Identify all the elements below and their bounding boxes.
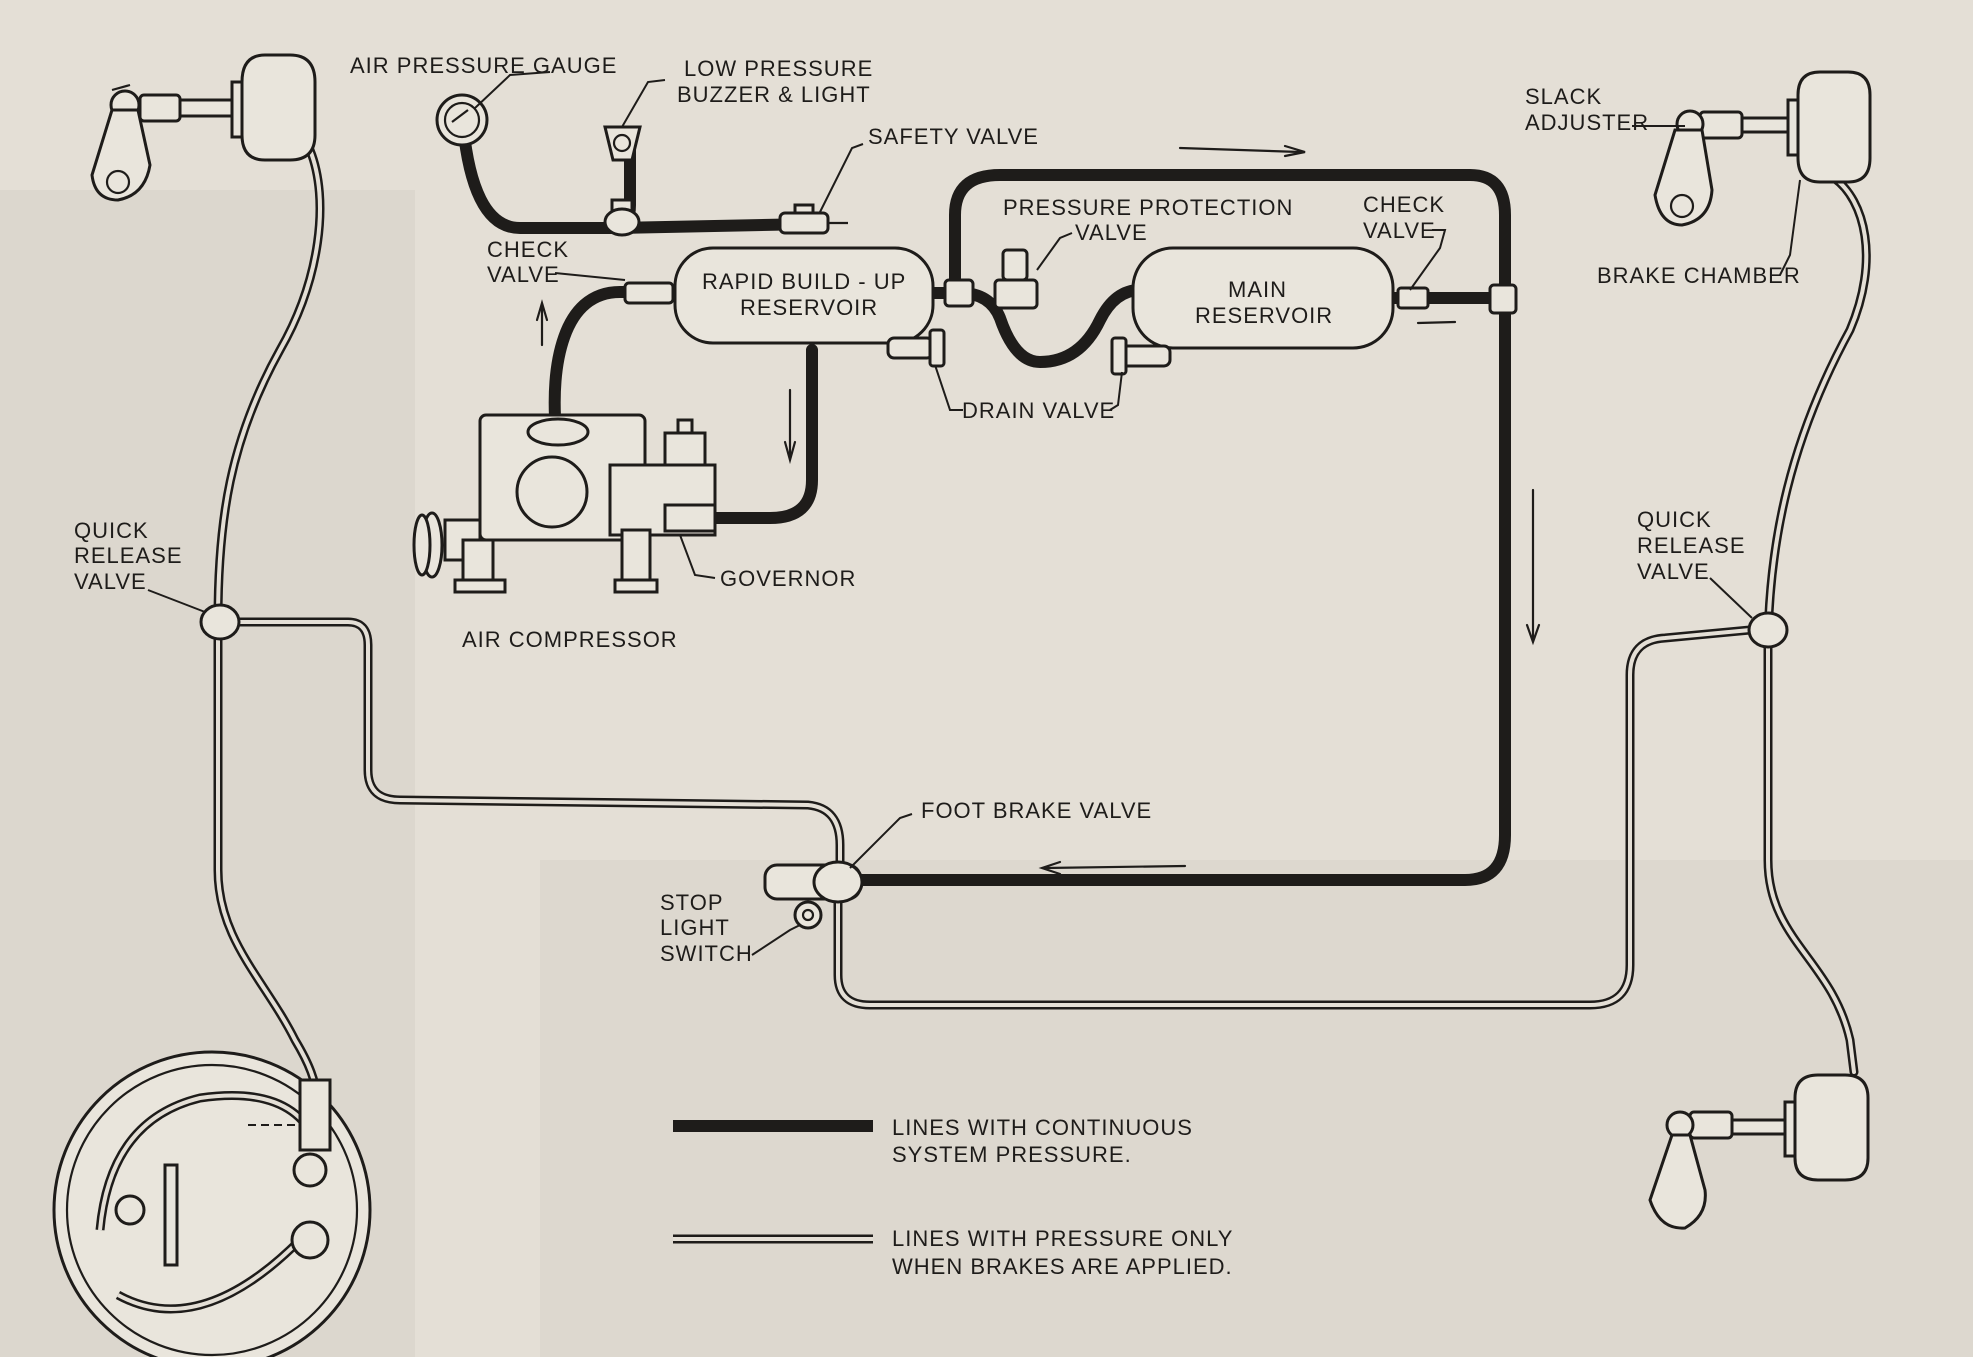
label-foot-brake-valve: FOOT BRAKE VALVE <box>921 798 1152 823</box>
background-panel-bottom <box>540 860 1973 1357</box>
label-check-valve-left-line1: CHECK <box>487 237 569 262</box>
label-governor: GOVERNOR <box>720 566 856 591</box>
label-stop-light-line1: STOP <box>660 890 724 915</box>
applied-pressure-lines <box>213 145 1871 1105</box>
legend-continuous-line2: SYSTEM PRESSURE. <box>892 1142 1132 1167</box>
brake-chamber-top-right <box>1653 70 1872 227</box>
label-safety-valve: SAFETY VALVE <box>868 124 1039 149</box>
brake-drum-assembly <box>52 1050 372 1357</box>
label-air-compressor: AIR COMPRESSOR <box>462 627 678 652</box>
quick-release-valve-right <box>1747 611 1789 649</box>
legend: LINES WITH CONTINUOUS SYSTEM PRESSURE. L… <box>673 1115 1233 1279</box>
air-pressure-gauge <box>435 93 489 147</box>
label-check-valve-right-line2: VALVE <box>1363 218 1436 243</box>
label-pressure-protection-line2: VALVE <box>1075 220 1148 245</box>
label-stop-light-line2: LIGHT <box>660 915 730 940</box>
label-qrv-right-line3: VALVE <box>1637 559 1710 584</box>
check-valve-left <box>623 281 675 305</box>
label-qrv-right-line1: QUICK <box>1637 507 1712 532</box>
safety-valve <box>778 203 848 235</box>
label-qrv-right-line2: RELEASE <box>1637 533 1746 558</box>
label-check-valve-right-line1: CHECK <box>1363 192 1445 217</box>
label-rapid-reservoir-line2: RESERVOIR <box>740 295 878 320</box>
drain-valve-main <box>1110 336 1172 376</box>
flow-arrows <box>535 144 1541 876</box>
drain-valve-rapid <box>886 328 946 368</box>
label-stop-light-line3: SWITCH <box>660 941 753 966</box>
label-brake-chamber: BRAKE CHAMBER <box>1597 263 1801 288</box>
air-compressor <box>412 413 717 594</box>
label-main-reservoir-line1: MAIN <box>1228 277 1287 302</box>
label-low-pressure-line2: BUZZER & LIGHT <box>677 82 871 107</box>
label-qrv-left-line3: VALVE <box>74 569 147 594</box>
label-rapid-reservoir-line1: RAPID BUILD - UP <box>702 269 906 294</box>
label-drain-valve: DRAIN VALVE <box>962 398 1115 423</box>
label-qrv-left-line1: QUICK <box>74 518 149 543</box>
label-check-valve-left-line2: VALVE <box>487 262 560 287</box>
low-pressure-buzzer-light <box>603 125 642 237</box>
main-reservoir <box>1131 246 1395 350</box>
component-labels: AIR PRESSURE GAUGE LOW PRESSURE BUZZER &… <box>74 53 1801 966</box>
leader-lines <box>147 71 1801 956</box>
legend-continuous-line1: LINES WITH CONTINUOUS <box>892 1115 1193 1140</box>
label-main-reservoir-line2: RESERVOIR <box>1195 303 1333 328</box>
brake-chamber-top-left <box>90 53 317 202</box>
reservoir-junction <box>943 278 975 308</box>
legend-applied-line2: WHEN BRAKES ARE APPLIED. <box>892 1254 1233 1279</box>
stop-light-switch <box>793 900 823 930</box>
rapid-build-up-reservoir <box>673 246 935 345</box>
pressure-protection-valve <box>993 248 1039 310</box>
label-slack-adjuster-line2: ADJUSTER <box>1525 110 1649 135</box>
label-qrv-left-line2: RELEASE <box>74 543 183 568</box>
label-low-pressure-line1: LOW PRESSURE <box>684 56 873 81</box>
label-slack-adjuster-line1: SLACK <box>1525 84 1602 109</box>
label-air-pressure-gauge: AIR PRESSURE GAUGE <box>350 53 617 78</box>
label-pressure-protection-line1: PRESSURE PROTECTION <box>1003 195 1293 220</box>
quick-release-valve-left <box>199 603 241 641</box>
continuous-pressure-lines <box>456 106 1511 886</box>
brake-chamber-bottom-right <box>1648 1073 1870 1230</box>
legend-applied-line1: LINES WITH PRESSURE ONLY <box>892 1226 1233 1251</box>
foot-brake-valve <box>763 860 864 904</box>
check-valve-right <box>1396 283 1518 315</box>
